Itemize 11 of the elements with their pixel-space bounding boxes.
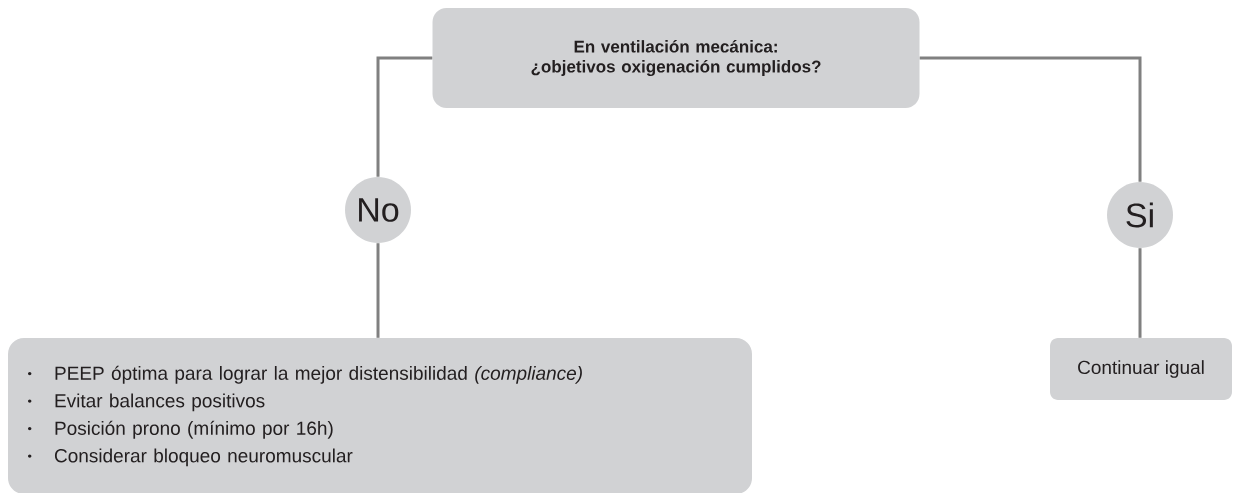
connector-line: [919, 56, 1142, 182]
action-box: [8, 338, 752, 493]
connector-line: [376, 243, 380, 338]
bullet-item: PEEP óptima para lograr la mejor distensibilidad (compliance): [55, 365, 582, 384]
bullet-item: Posición prono (mínimo por 16h): [55, 420, 333, 439]
connector-line: [376, 56, 433, 177]
bullet-item: Considerar bloqueo neuromuscular: [54, 448, 353, 467]
connector-line: [1138, 248, 1142, 338]
action-box: Continuar igual: [1050, 338, 1232, 400]
bullet-item: Evitar balances positivos: [55, 393, 265, 412]
question-box: En ventilación mecánica: ¿objetivos oxigenación cumplidos?: [432, 8, 920, 108]
